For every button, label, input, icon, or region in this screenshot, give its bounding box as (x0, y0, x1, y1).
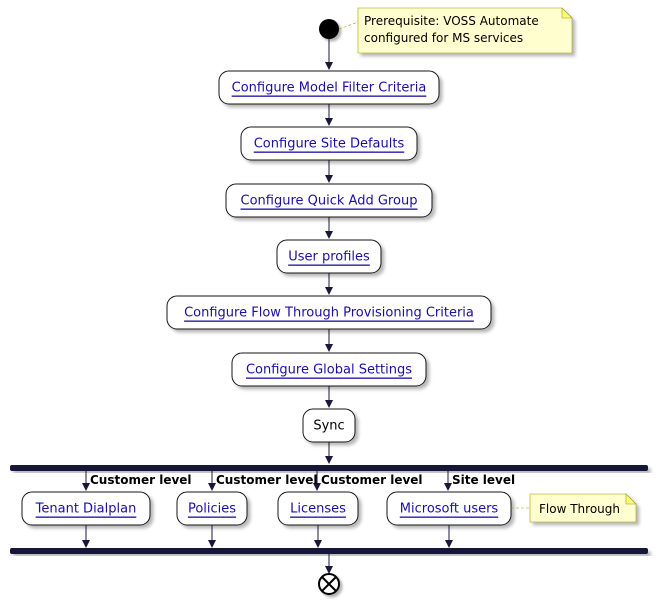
prerequisite-note-line1: Prerequisite: VOSS Automate (364, 14, 539, 28)
branch-licenses[interactable]: Licenses (277, 491, 359, 526)
end-node-icon (318, 573, 340, 595)
branch-tenant-dialplan[interactable]: Tenant Dialplan (21, 491, 151, 526)
prerequisite-note: Prerequisite: VOSS Automate configured f… (338, 7, 573, 54)
step-configure-site-defaults[interactable]: Configure Site Defaults (240, 126, 418, 161)
step-configure-model-filter-criteria[interactable]: Configure Model Filter Criteria (218, 70, 440, 105)
step-label[interactable]: Configure Model Filter Criteria (232, 81, 427, 96)
branch-policies[interactable]: Policies (176, 491, 248, 526)
branch-level-label-policies: Customer level (216, 473, 318, 487)
step-label[interactable]: Configure Global Settings (246, 363, 412, 378)
branch-microsoft-users[interactable]: Microsoft users (386, 491, 512, 526)
start-node-icon (319, 19, 339, 39)
branch-level-label-microsoft-users: Site level (452, 473, 515, 487)
step-label[interactable]: Configure Flow Through Provisioning Crit… (184, 306, 474, 321)
branch-level-label-licenses: Customer level (321, 473, 423, 487)
branch-label[interactable]: Policies (188, 502, 236, 517)
step-label: Sync (313, 419, 344, 434)
branch-label[interactable]: Tenant Dialplan (35, 502, 137, 517)
fork-branch-edges (82, 471, 452, 491)
step-configure-global-settings[interactable]: Configure Global Settings (231, 352, 427, 387)
main-flow-edges (325, 39, 333, 464)
step-configure-quick-add-group[interactable]: Configure Quick Add Group (225, 183, 433, 218)
step-label[interactable]: Configure Quick Add Group (241, 194, 418, 209)
flow-through-note: Flow Through (511, 493, 637, 523)
branch-level-label-tenant-dialplan: Customer level (90, 473, 192, 487)
branch-label[interactable]: Licenses (290, 502, 346, 517)
step-label[interactable]: User profiles (288, 250, 370, 265)
prerequisite-note-line2: configured for MS services (364, 31, 523, 45)
step-user-profiles[interactable]: User profiles (276, 239, 382, 274)
flow-through-note-text: Flow Through (539, 502, 620, 516)
join-bar (10, 548, 648, 554)
branch-label[interactable]: Microsoft users (400, 502, 499, 517)
fork-bar (10, 465, 648, 471)
step-sync: Sync (302, 408, 356, 443)
step-configure-flow-through-provisioning-criteria[interactable]: Configure Flow Through Provisioning Crit… (166, 295, 492, 330)
end-edge-arrow (325, 566, 333, 574)
step-label[interactable]: Configure Site Defaults (254, 137, 405, 152)
join-branch-edges (82, 525, 453, 548)
